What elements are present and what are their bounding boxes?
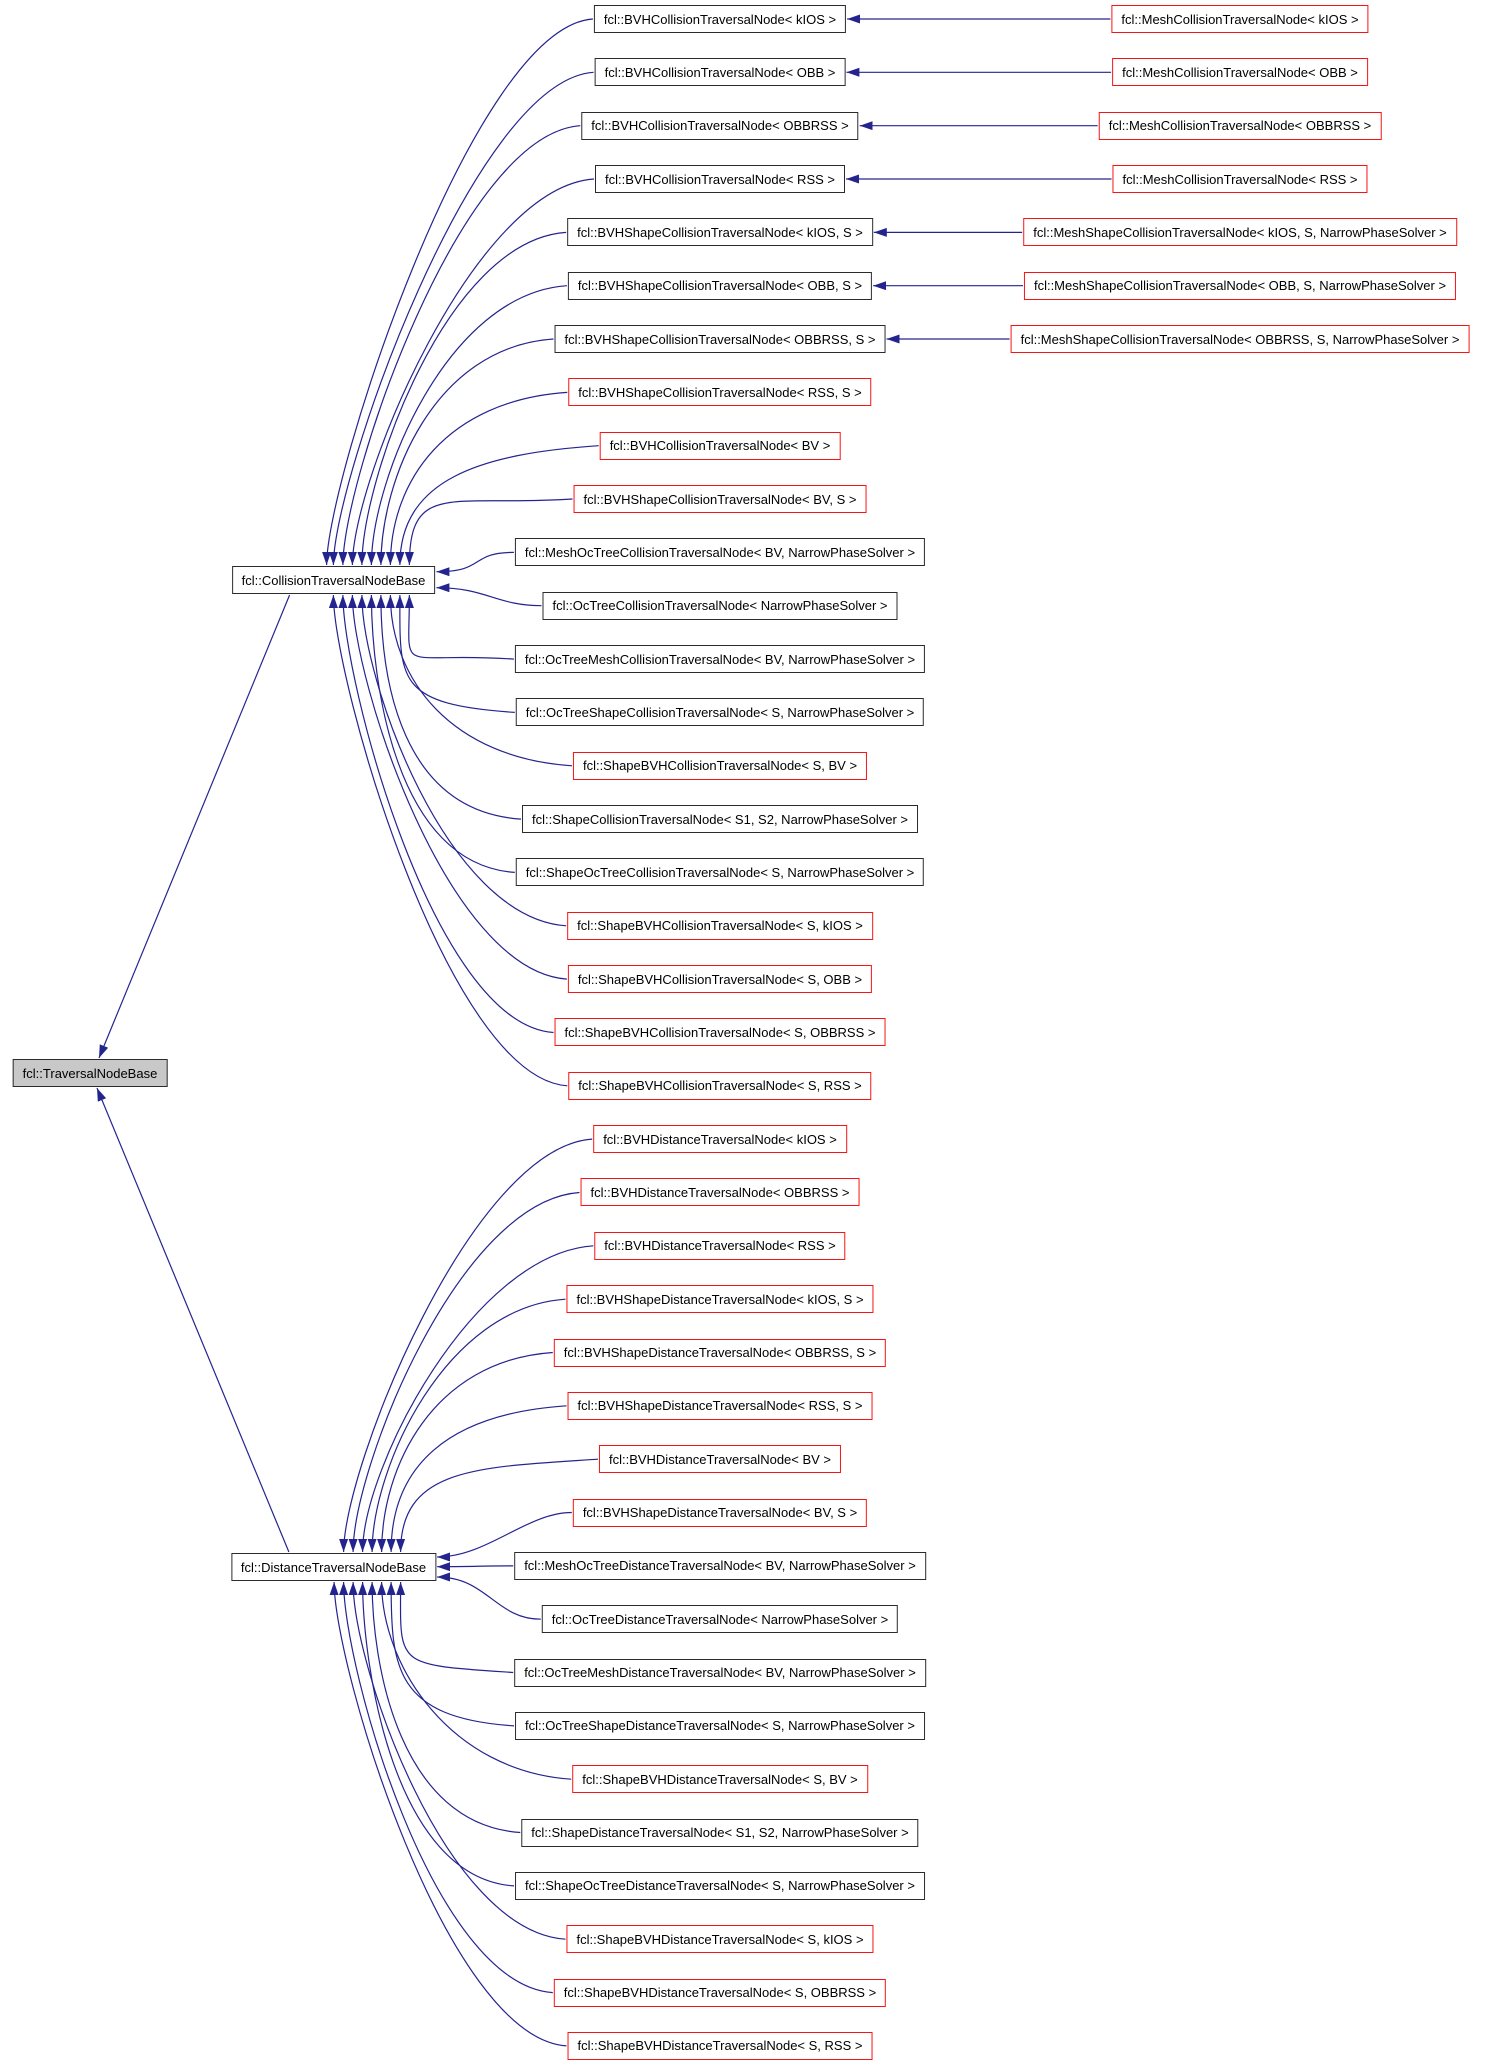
inheritance-edge xyxy=(347,594,567,980)
inheritance-edge xyxy=(357,594,567,927)
node-meshcollisiontraversalnode-obbrss[interactable]: fcl::MeshCollisionTraversalNode< OBBRSS … xyxy=(1098,111,1382,140)
inheritance-edge xyxy=(329,1581,567,2047)
node-shapebvhdistancetraversalnode-s-rss[interactable]: fcl::ShapeBVHDistanceTraversalNode< S, R… xyxy=(567,2031,873,2060)
node-shapeoctreedistancetraversalnode-s-narrowphasesolver[interactable]: fcl::ShapeOcTreeDistanceTraversalNode< S… xyxy=(515,1871,925,1900)
node-shapebvhcollisiontraversalnode-s-rss[interactable]: fcl::ShapeBVHCollisionTraversalNode< S, … xyxy=(568,1071,872,1100)
node-meshshapecollisiontraversalnode-obb-s-narrowphasesolver[interactable]: fcl::MeshShapeCollisionTraversalNode< OB… xyxy=(1023,271,1457,300)
node-shapebvhcollisiontraversalnode-s-bv[interactable]: fcl::ShapeBVHCollisionTraversalNode< S, … xyxy=(572,751,868,780)
inheritance-edge xyxy=(358,1581,515,1887)
inheritance-edge xyxy=(358,1245,594,1553)
node-distancetraversalnodebase[interactable]: fcl::DistanceTraversalNodeBase xyxy=(230,1553,437,1581)
inheritance-edge xyxy=(367,1298,566,1553)
inheritance-edge xyxy=(322,18,593,566)
node-bvhcollisiontraversalnode-kios[interactable]: fcl::BVHCollisionTraversalNode< kIOS > xyxy=(593,5,847,33)
node-meshcollisiontraversalnode-obb[interactable]: fcl::MeshCollisionTraversalNode< OBB > xyxy=(1112,58,1368,87)
inheritance-edge xyxy=(347,178,595,566)
inheritance-edge xyxy=(339,1138,593,1553)
inheritance-edge xyxy=(96,1087,290,1553)
node-bvhshapecollisiontraversalnode-obbrss-s[interactable]: fcl::BVHShapeCollisionTraversalNode< OBB… xyxy=(554,325,886,354)
inheritance-edge xyxy=(437,1572,541,1620)
inheritance-edge xyxy=(437,1511,572,1562)
node-shapedistancetraversalnode-s1-s2-narrowphasesolver[interactable]: fcl::ShapeDistanceTraversalNode< S1, S2,… xyxy=(521,1818,919,1847)
node-bvhshapedistancetraversalnode-kios-s[interactable]: fcl::BVHShapeDistanceTraversalNode< kIOS… xyxy=(566,1285,874,1314)
inheritance-edge xyxy=(376,594,522,820)
inheritance-edge xyxy=(98,594,291,1059)
node-shapebvhdistancetraversalnode-s-bv[interactable]: fcl::ShapeBVHDistanceTraversalNode< S, B… xyxy=(572,1765,868,1794)
node-bvhdistancetraversalnode-bv[interactable]: fcl::BVHDistanceTraversalNode< BV > xyxy=(598,1445,842,1474)
node-bvhcollisiontraversalnode-rss[interactable]: fcl::BVHCollisionTraversalNode< RSS > xyxy=(595,165,845,194)
node-traversalnodebase: fcl::TraversalNodeBase xyxy=(12,1059,168,1087)
inheritance-edge xyxy=(367,1581,521,1834)
node-bvhcollisiontraversalnode-bv[interactable]: fcl::BVHCollisionTraversalNode< BV > xyxy=(599,431,841,460)
inheritance-edge xyxy=(338,125,581,566)
node-meshcollisiontraversalnode-rss[interactable]: fcl::MeshCollisionTraversalNode< RSS > xyxy=(1112,165,1368,194)
node-octreeshapecollisiontraversalnode-s-narrowphasesolver[interactable]: fcl::OcTreeShapeCollisionTraversalNode< … xyxy=(515,698,925,727)
inheritance-edge xyxy=(436,551,514,577)
node-bvhshapecollisiontraversalnode-obb-s[interactable]: fcl::BVHShapeCollisionTraversalNode< OBB… xyxy=(567,271,873,300)
inheritance-edge xyxy=(339,1581,553,1994)
inheritance-edge xyxy=(376,338,554,566)
node-shapebvhcollisiontraversalnode-s-obb[interactable]: fcl::ShapeBVHCollisionTraversalNode< S, … xyxy=(567,965,873,994)
node-shapebvhdistancetraversalnode-s-kios[interactable]: fcl::ShapeBVHDistanceTraversalNode< S, k… xyxy=(566,1925,874,1954)
inheritance-edge xyxy=(396,1581,514,1674)
inheritance-edge xyxy=(386,1405,567,1553)
inheritance-edge xyxy=(377,1351,553,1553)
inheritance-edge xyxy=(348,1191,580,1553)
node-bvhdistancetraversalnode-rss[interactable]: fcl::BVHDistanceTraversalNode< RSS > xyxy=(594,1231,846,1260)
inheritance-edge xyxy=(377,1581,572,1780)
node-meshoctreedistancetraversalnode-bv-narrowphasesolver[interactable]: fcl::MeshOcTreeDistanceTraversalNode< BV… xyxy=(514,1551,926,1580)
node-bvhshapecollisiontraversalnode-rss-s[interactable]: fcl::BVHShapeCollisionTraversalNode< RSS… xyxy=(568,378,872,407)
node-shapecollisiontraversalnode-s1-s2-narrowphasesolver[interactable]: fcl::ShapeCollisionTraversalNode< S1, S2… xyxy=(522,805,918,834)
inheritance-edge xyxy=(348,1581,566,1940)
node-bvhcollisiontraversalnode-obbrss[interactable]: fcl::BVHCollisionTraversalNode< OBBRSS > xyxy=(581,111,859,140)
inheritance-edge xyxy=(357,231,567,566)
node-shapebvhcollisiontraversalnode-s-obbrss[interactable]: fcl::ShapeBVHCollisionTraversalNode< S, … xyxy=(554,1018,886,1047)
node-meshoctreecollisiontraversalnode-bv-narrowphasesolver[interactable]: fcl::MeshOcTreeCollisionTraversalNode< B… xyxy=(514,538,926,567)
inheritance-edge xyxy=(395,594,515,713)
node-bvhshapedistancetraversalnode-obbrss-s[interactable]: fcl::BVHShapeDistanceTraversalNode< OBBR… xyxy=(553,1338,887,1367)
inheritance-edge xyxy=(395,445,599,566)
inheritance-edge xyxy=(436,583,542,607)
inheritance-edge xyxy=(328,71,594,566)
node-meshcollisiontraversalnode-kios[interactable]: fcl::MeshCollisionTraversalNode< kIOS > xyxy=(1111,5,1369,33)
node-bvhcollisiontraversalnode-obb[interactable]: fcl::BVHCollisionTraversalNode< OBB > xyxy=(594,58,846,87)
node-octreemeshcollisiontraversalnode-bv-narrowphasesolver[interactable]: fcl::OcTreeMeshCollisionTraversalNode< B… xyxy=(514,645,926,674)
node-shapebvhcollisiontraversalnode-s-kios[interactable]: fcl::ShapeBVHCollisionTraversalNode< S, … xyxy=(567,911,873,940)
node-octreemeshdistancetraversalnode-bv-narrowphasesolver[interactable]: fcl::OcTreeMeshDistanceTraversalNode< BV… xyxy=(514,1658,926,1687)
inheritance-edge xyxy=(404,498,573,566)
inheritance-edge xyxy=(338,594,554,1034)
node-octreecollisiontraversalnode-narrowphasesolver[interactable]: fcl::OcTreeCollisionTraversalNode< Narro… xyxy=(542,591,898,620)
node-octreeshapedistancetraversalnode-s-narrowphasesolver[interactable]: fcl::OcTreeShapeDistanceTraversalNode< S… xyxy=(515,1711,925,1740)
inheritance-edge xyxy=(396,1458,599,1553)
node-meshshapecollisiontraversalnode-obbrss-s-narrowphasesolver[interactable]: fcl::MeshShapeCollisionTraversalNode< OB… xyxy=(1010,325,1470,354)
inheritance-edge xyxy=(437,1562,514,1572)
node-collisiontraversalnodebase[interactable]: fcl::CollisionTraversalNodeBase xyxy=(231,566,436,594)
node-bvhdistancetraversalnode-kios[interactable]: fcl::BVHDistanceTraversalNode< kIOS > xyxy=(593,1125,847,1154)
inheritance-edge xyxy=(404,594,514,660)
inheritance-edge xyxy=(366,594,515,873)
node-octreedistancetraversalnode-narrowphasesolver[interactable]: fcl::OcTreeDistanceTraversalNode< Narrow… xyxy=(541,1605,899,1634)
inheritance-edge xyxy=(366,285,567,566)
node-bvhshapecollisiontraversalnode-bv-s[interactable]: fcl::BVHShapeCollisionTraversalNode< BV,… xyxy=(573,485,867,514)
node-bvhdistancetraversalnode-obbrss[interactable]: fcl::BVHDistanceTraversalNode< OBBRSS > xyxy=(580,1178,860,1207)
node-shapebvhdistancetraversalnode-s-obbrss[interactable]: fcl::ShapeBVHDistanceTraversalNode< S, O… xyxy=(553,1978,887,2007)
node-bvhshapecollisiontraversalnode-kios-s[interactable]: fcl::BVHShapeCollisionTraversalNode< kIO… xyxy=(567,218,873,247)
node-meshshapecollisiontraversalnode-kios-s-narrowphasesolver[interactable]: fcl::MeshShapeCollisionTraversalNode< kI… xyxy=(1023,218,1457,247)
node-bvhshapedistancetraversalnode-bv-s[interactable]: fcl::BVHShapeDistanceTraversalNode< BV, … xyxy=(572,1498,868,1527)
node-bvhshapedistancetraversalnode-rss-s[interactable]: fcl::BVHShapeDistanceTraversalNode< RSS,… xyxy=(567,1391,873,1420)
inheritance-edge xyxy=(385,594,573,767)
inheritance-edge xyxy=(385,391,568,566)
node-shapeoctreecollisiontraversalnode-s-narrowphasesolver[interactable]: fcl::ShapeOcTreeCollisionTraversalNode< … xyxy=(515,858,925,887)
inheritance-edge xyxy=(328,594,568,1087)
inheritance-edge xyxy=(386,1581,515,1727)
